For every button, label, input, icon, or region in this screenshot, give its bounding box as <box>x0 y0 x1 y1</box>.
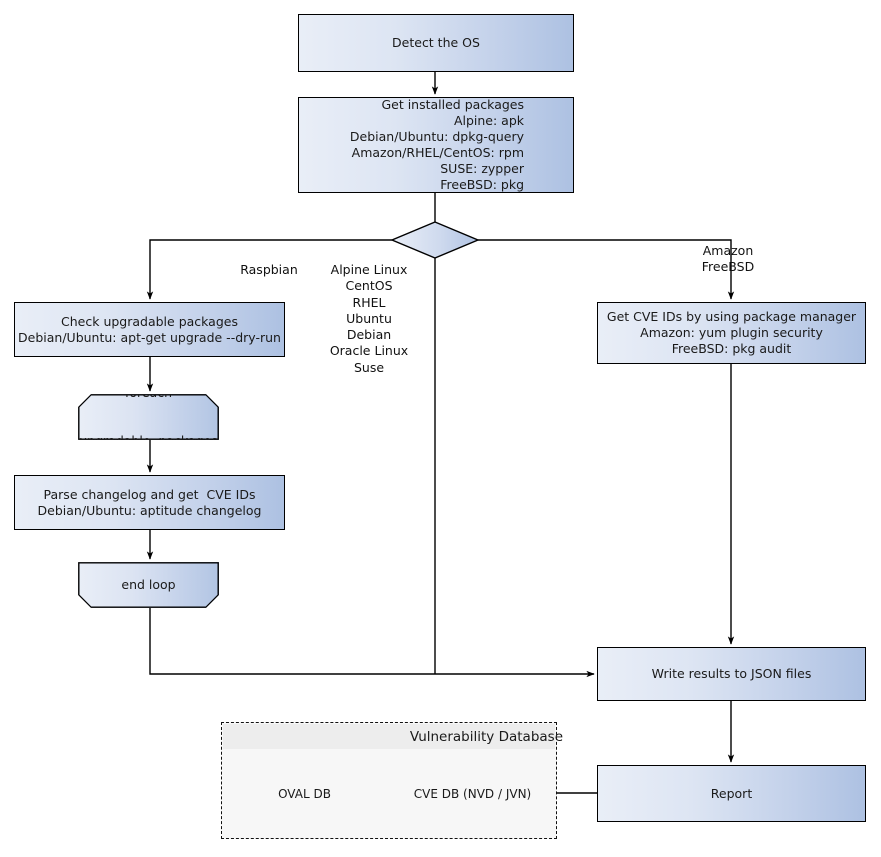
edge-endloop-to-write-results <box>149 608 595 678</box>
decision-diamond <box>390 221 480 259</box>
edge-label-raspbian: Raspbian <box>240 262 298 277</box>
edge-label-amazon-freebsd: Amazon FreeBSD <box>701 243 755 275</box>
node-end-loop[interactable]: end loop <box>78 562 219 608</box>
node-line: upgradable packages <box>79 433 218 449</box>
vulnerability-database-title-bar: Vulnerability Database <box>223 724 563 749</box>
node-report-label: Report <box>710 785 753 801</box>
node-parse-changelog[interactable]: Parse changelog and get CVE IDs Debian/U… <box>14 475 285 530</box>
node-line: Check upgradable packages <box>61 313 238 329</box>
node-get-cve-ids[interactable]: Get CVE IDs by using package manager Ama… <box>597 302 866 364</box>
node-line: foreach <box>124 384 173 400</box>
node-detect-the-os[interactable]: Detect the OS <box>298 14 574 72</box>
node-line: FreeBSD: pkg audit <box>671 340 792 356</box>
node-line: Debian/Ubuntu: apt-get upgrade --dry-run <box>18 329 281 345</box>
node-check-upgradable-packages[interactable]: Check upgradable packages Debian/Ubuntu:… <box>14 302 285 357</box>
node-line: FreeBSD: pkg <box>440 176 524 192</box>
node-line: Debian/Ubuntu: dpkg-query <box>349 129 524 145</box>
node-line: Amazon: yum plugin security <box>640 325 823 341</box>
node-write-results-label: Write results to JSON files <box>651 666 812 682</box>
node-get-installed-packages[interactable]: Get installed packages Alpine: apk Debia… <box>298 97 574 193</box>
edge-label-center-distros: Alpine Linux CentOS RHEL Ubuntu Debian O… <box>329 262 409 375</box>
node-end-loop-label: end loop <box>121 576 176 592</box>
node-report[interactable]: Report <box>597 765 866 822</box>
node-line: Debian/Ubuntu: aptitude changelog <box>37 502 262 518</box>
node-foreach-loop-start[interactable]: foreach upgradable packages <box>78 394 219 440</box>
node-write-results-to-json-files[interactable]: Write results to JSON files <box>597 647 866 701</box>
node-line: Get CVE IDs by using package manager <box>606 309 857 325</box>
oval-db-label: OVAL DB <box>278 787 331 801</box>
node-line: Amazon/RHEL/CentOS: rpm <box>351 145 524 160</box>
cve-db-label: CVE DB (NVD / JVN) <box>413 787 532 801</box>
node-line: SUSE: zypper <box>440 160 524 176</box>
node-line: Parse changelog and get CVE IDs <box>43 486 256 502</box>
node-detect-the-os-label: Detect the OS <box>392 35 480 51</box>
node-line: Get installed packages <box>381 97 524 113</box>
node-line: Alpine: apk <box>453 113 524 129</box>
vulnerability-database-title: Vulnerability Database <box>409 728 563 745</box>
